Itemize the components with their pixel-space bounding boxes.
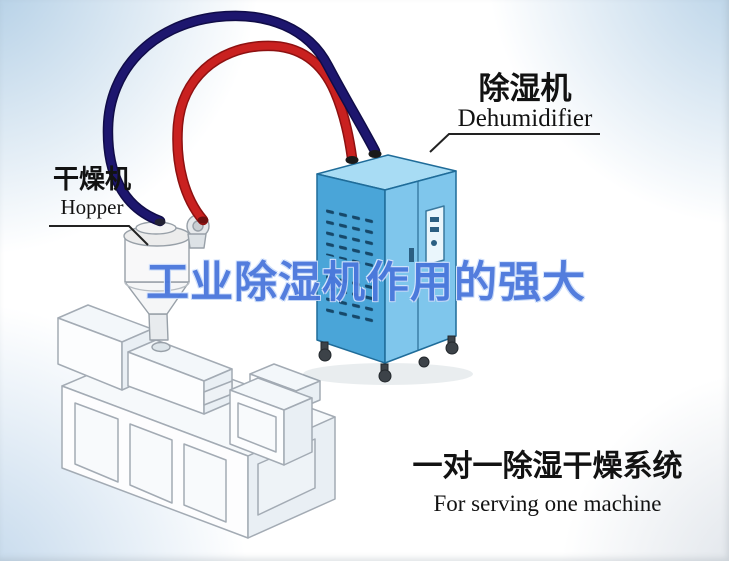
pipe-fitting: [345, 156, 359, 164]
dehumidifier-unit: [316, 154, 457, 364]
hopper-label-zh: 干燥机: [52, 164, 131, 194]
footer-title-zh: 一对一除湿干燥系统: [412, 450, 683, 483]
hopper-assembly: [123, 214, 210, 353]
return-air-pipe: [104, 12, 379, 225]
extruder-panel: [129, 423, 173, 504]
callout-lines: [49, 133, 600, 246]
door-handle: [409, 248, 414, 262]
pipe-fitting: [197, 216, 209, 224]
hopper-body-seam: [124, 281, 190, 292]
pipe-fitting: [368, 150, 382, 158]
hopper-blower-mount: [187, 233, 207, 249]
hopper-inlet-flange: [151, 341, 171, 353]
dehumidifier-label-en: Dehumidifier: [457, 105, 593, 132]
extruder-panel: [74, 402, 119, 483]
extruder-panel: [183, 443, 227, 523]
watermark-title: 工业除湿机作用的强大: [146, 259, 586, 307]
caster-wheel: [418, 356, 430, 368]
pipes: [102, 10, 382, 227]
caster-wheel: [445, 341, 459, 355]
caster-wheel: [378, 369, 392, 383]
supply-air-pipe: [173, 42, 356, 224]
caster-wheel: [318, 348, 332, 362]
dehumidifier-callout-line: [429, 133, 600, 153]
extruder-head-side: [283, 397, 313, 466]
pipe-fitting: [154, 218, 166, 226]
dehumidifier-label-zh: 除湿机: [478, 71, 572, 106]
hopper-label-en: Hopper: [60, 195, 124, 219]
extruder-machine: [57, 304, 336, 539]
control-panel: [425, 205, 445, 266]
vent-grille-lower: [326, 270, 376, 326]
extruder-head-panel: [237, 402, 277, 453]
hopper-drop-tube: [148, 313, 169, 341]
control-knob: [431, 240, 437, 246]
control-button: [430, 217, 439, 222]
caster-wheels: [318, 335, 459, 383]
vent-grille-upper: [326, 203, 376, 268]
control-button: [430, 227, 439, 232]
hopper-callout-line: [49, 225, 149, 246]
footer-subtitle-en: For serving one machine: [433, 491, 662, 516]
